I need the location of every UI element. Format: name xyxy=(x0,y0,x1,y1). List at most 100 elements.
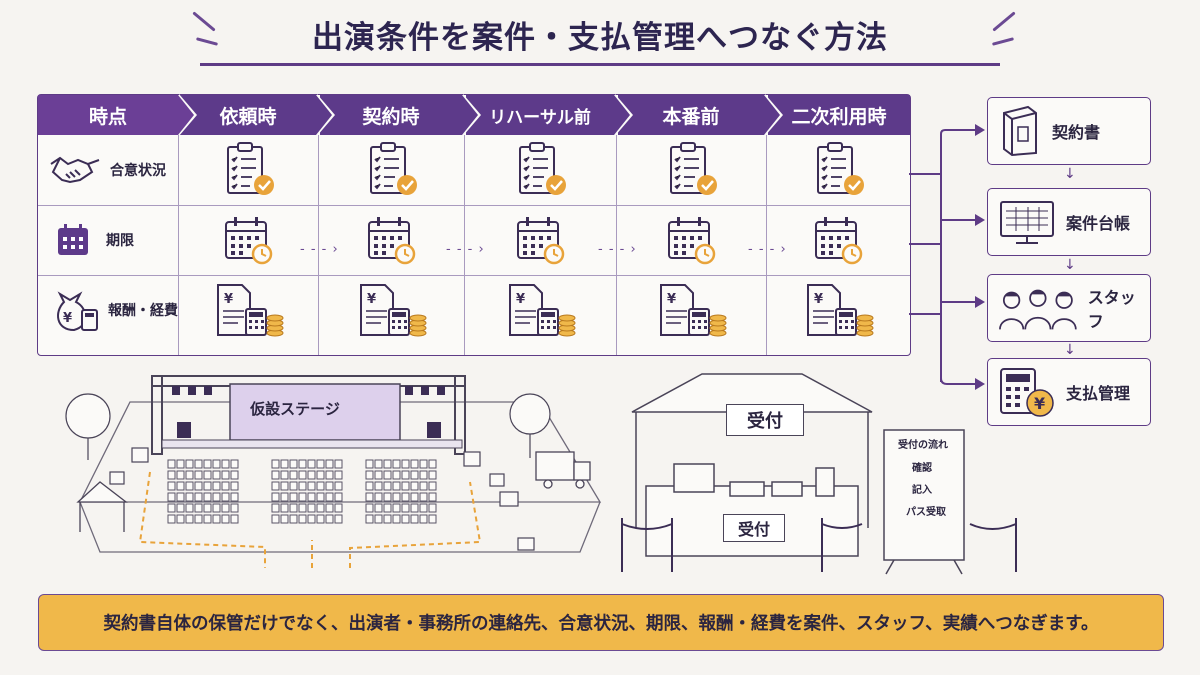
audience-seat xyxy=(298,481,307,491)
audience-seat xyxy=(298,459,307,469)
audience-seat xyxy=(194,492,203,502)
reception-tent-sign: 受付 xyxy=(726,404,804,436)
flow-item-contract: 契約書 xyxy=(987,97,1151,165)
audience-seat xyxy=(203,481,212,491)
flow-item-staff: スタッフ xyxy=(987,274,1151,342)
svg-text:¥: ¥ xyxy=(367,292,376,307)
audience-seat xyxy=(410,492,419,502)
audience-seat xyxy=(230,470,239,480)
audience-seat xyxy=(230,459,239,469)
audience-seat xyxy=(271,470,280,480)
audience-seat xyxy=(365,481,374,491)
audience-seat xyxy=(280,459,289,469)
audience-seat xyxy=(325,514,334,524)
audience-seat xyxy=(230,503,239,513)
flow-dash-arrow: - - - › xyxy=(300,242,339,257)
audience-seat xyxy=(298,503,307,513)
checklist-icon xyxy=(466,135,616,205)
audience-seat xyxy=(194,503,203,513)
audience-seat xyxy=(419,492,428,502)
audience-seat xyxy=(401,459,410,469)
audience-seat xyxy=(230,481,239,491)
down-arrow: ↓ xyxy=(1064,342,1076,358)
audience-seat xyxy=(392,492,401,502)
audience-seat xyxy=(392,503,401,513)
stage-label: 本番前 xyxy=(662,105,720,128)
calendar-icon xyxy=(58,224,88,255)
audience-seat xyxy=(176,492,185,502)
audience-seat xyxy=(203,514,212,524)
audience-seat xyxy=(167,503,176,513)
invoice-calculator-icon: ¥ xyxy=(618,275,766,345)
calendar-clock-icon xyxy=(320,205,464,275)
audience-seat xyxy=(374,470,383,480)
audience-seat xyxy=(383,459,392,469)
audience-seat xyxy=(325,470,334,480)
flow-dash-arrow: - - - › xyxy=(748,242,787,257)
svg-text:¥: ¥ xyxy=(516,292,525,307)
row-label-fee: ¥ 報酬・経費 xyxy=(38,275,178,345)
audience-seat xyxy=(176,470,185,480)
stage-header: 依頼時 xyxy=(180,94,335,136)
audience-seat xyxy=(298,470,307,480)
audience-seat xyxy=(428,503,437,513)
audience-seat xyxy=(428,481,437,491)
audience-seat xyxy=(194,481,203,491)
audience-seat xyxy=(212,459,221,469)
audience-seat xyxy=(316,481,325,491)
audience-seat xyxy=(203,492,212,502)
audience-seat xyxy=(401,503,410,513)
reception-step: 確認 xyxy=(912,463,932,474)
audience-seat xyxy=(410,481,419,491)
audience-seat xyxy=(221,481,230,491)
audience-seat xyxy=(365,503,374,513)
audience-seat xyxy=(167,514,176,524)
invoice-calculator-icon: ¥ xyxy=(768,275,910,345)
audience-seat xyxy=(203,459,212,469)
audience-seat xyxy=(185,459,194,469)
row-label-text: 報酬・経費 xyxy=(108,303,178,319)
audience-seat xyxy=(410,470,419,480)
audience-seat xyxy=(334,470,343,480)
audience-seat xyxy=(410,503,419,513)
audience-seat xyxy=(271,492,280,502)
audience-seat xyxy=(334,459,343,469)
timeline-table: 時点 依頼時 契約時 リハーサル前 本番前 二次利用時 合意状況 xyxy=(37,94,911,356)
audience-seat xyxy=(334,503,343,513)
audience-seat xyxy=(401,492,410,502)
reception-steps: 確認 記入 パス受取 xyxy=(898,458,946,524)
audience-seat xyxy=(334,492,343,502)
audience-seat xyxy=(212,481,221,491)
audience-seat xyxy=(316,470,325,480)
audience-seat xyxy=(185,503,194,513)
audience-seat xyxy=(221,459,230,469)
audience-seat xyxy=(194,459,203,469)
audience-seat xyxy=(307,514,316,524)
audience-seat xyxy=(334,481,343,491)
audience-seat xyxy=(374,459,383,469)
audience-seat xyxy=(298,514,307,524)
audience-seat xyxy=(374,492,383,502)
audience-seat xyxy=(365,470,374,480)
audience-seat xyxy=(419,459,428,469)
audience-seat xyxy=(307,470,316,480)
calculator-yen-icon: ¥ xyxy=(1000,368,1054,417)
header-corner-label: 時点 xyxy=(88,105,127,128)
audience-seat xyxy=(410,514,419,524)
audience-seat xyxy=(167,492,176,502)
flow-item-label: 支払管理 xyxy=(1066,384,1131,403)
stage-scene-illustration xyxy=(65,375,602,568)
checklist-icon xyxy=(618,135,766,205)
audience-seat xyxy=(271,514,280,524)
audience-seat xyxy=(392,459,401,469)
audience-seat xyxy=(176,481,185,491)
stage-sign: 仮設ステージ xyxy=(250,400,340,418)
svg-text:¥: ¥ xyxy=(1034,394,1045,413)
audience-seat xyxy=(410,459,419,469)
reception-desk-sign: 受付 xyxy=(723,514,785,542)
audience-seat xyxy=(280,503,289,513)
down-arrow: ↓ xyxy=(1064,166,1076,182)
audience-seat xyxy=(230,492,239,502)
audience-seat xyxy=(167,481,176,491)
audience-seat xyxy=(212,514,221,524)
